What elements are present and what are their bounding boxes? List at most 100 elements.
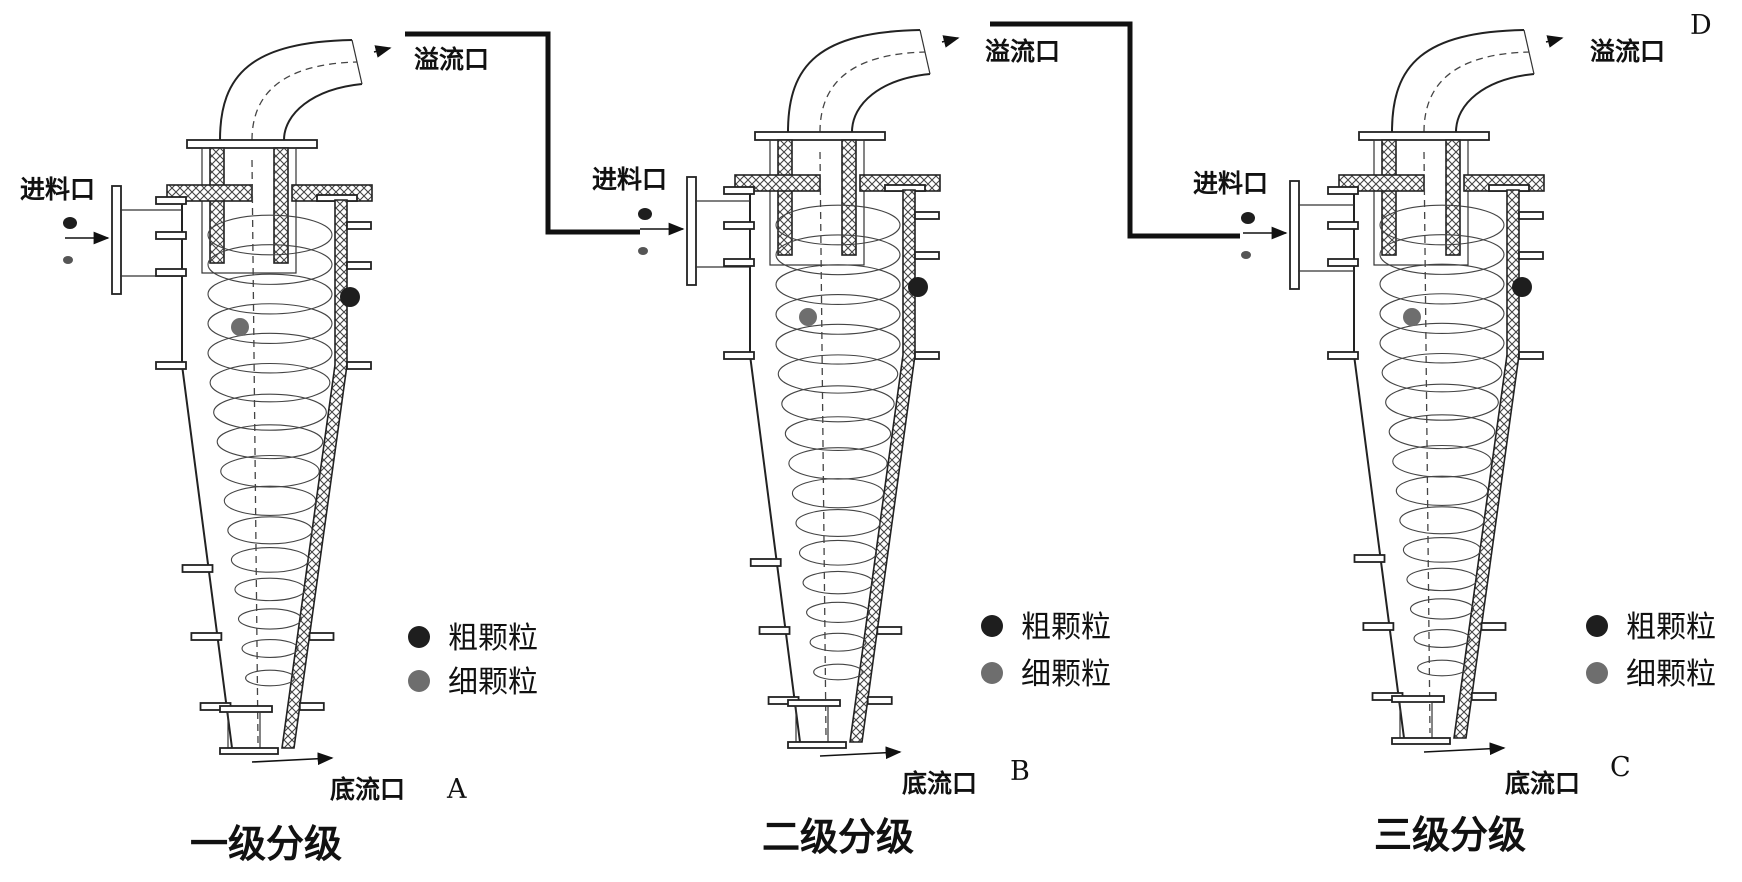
swirl-ring-8: [1393, 446, 1491, 478]
stage-2-inlet-label: 进料口: [592, 165, 667, 194]
left-support-bar-1: [1328, 222, 1358, 229]
left-support-bar-1: [156, 232, 186, 239]
cyclone-right-wall: [850, 190, 915, 742]
swirl-ring-8: [789, 448, 887, 479]
swirl-ring-4: [1380, 323, 1504, 363]
swirl-ring-5: [778, 355, 897, 393]
inlet-fine-particle: [1241, 251, 1251, 259]
right-support-bar-0: [915, 212, 939, 219]
left-support-bar-3: [1328, 352, 1358, 359]
inlet-fine-particle: [638, 247, 648, 255]
stage-1-fine-legend-label: 细颗粒: [448, 665, 538, 700]
swirl-ring-5: [210, 364, 330, 402]
left-support-bar-4: [751, 559, 781, 566]
overflow-flow-path: [252, 62, 357, 140]
right-support-bar-3: [1481, 623, 1505, 630]
swirl-ring-1: [208, 245, 332, 285]
inner-coarse-particle: [908, 277, 928, 297]
swirl-ring-0: [208, 215, 332, 255]
swirl-ring-1: [776, 235, 900, 275]
overflow-flow-path: [820, 52, 925, 132]
spigot-tube: [796, 706, 828, 742]
left-support-bar-3: [724, 352, 754, 359]
stage-2-overflow-label: 溢流口: [985, 37, 1060, 66]
spigot-tube: [228, 712, 260, 748]
overflow-flow-path: [1424, 52, 1529, 132]
right-support-bar-2: [1519, 352, 1543, 359]
swirl-ring-10: [796, 510, 880, 537]
vortex-finder-right-wall: [1446, 140, 1460, 255]
swirl-ring-2: [1380, 264, 1504, 304]
swirl-ring-1: [1380, 235, 1504, 275]
stage-3-coarse-legend-dot: [1586, 615, 1608, 637]
swirl-ring-14: [242, 640, 298, 658]
right-support-bar-2: [347, 362, 371, 369]
cyclone-left-wall: [1354, 190, 1404, 738]
right-support-bar-4: [300, 703, 324, 710]
swirl-ring-0: [1380, 205, 1504, 245]
swirl-ring-9: [792, 479, 883, 508]
stage-3-underflow-label: 底流口: [1505, 769, 1580, 798]
inner-fine-particle: [231, 318, 249, 336]
inner-fine-particle: [799, 308, 817, 326]
right-support-bar-3: [877, 627, 901, 634]
stage-1-overflow-label: 溢流口: [414, 45, 489, 74]
left-support-bar-5: [1363, 623, 1393, 630]
left-support-bar-5: [760, 627, 790, 634]
swirl-ring-0: [776, 205, 900, 245]
stage-1-cyclone: [63, 40, 390, 762]
swirl-ring-4: [208, 333, 332, 373]
overflow-pipe-inner: [284, 84, 362, 140]
stage-2-underflow-letter: B: [1010, 756, 1030, 787]
stage-3-title: 三级分级: [1374, 813, 1526, 857]
stage-1-underflow-label: 底流口: [330, 775, 405, 804]
left-support-bar-0: [156, 197, 186, 204]
final-overflow-letter: D: [1690, 10, 1712, 41]
spigot-tube: [1400, 702, 1432, 738]
swirl-ring-11: [800, 540, 877, 565]
swirl-ring-10: [1400, 507, 1484, 534]
right-support-bar-4: [1472, 693, 1496, 700]
swirl-ring-13: [238, 609, 301, 629]
right-support-bar-1: [1519, 252, 1543, 259]
left-support-bar-4: [1355, 555, 1385, 562]
swirl-ring-14: [810, 633, 866, 651]
overflow-pipe-inner: [1456, 74, 1534, 132]
inlet-fine-particle: [63, 256, 73, 264]
stage-3-fine-legend-label: 细颗粒: [1626, 657, 1716, 692]
underflow-arrow: [252, 758, 332, 762]
swirl-ring-12: [803, 571, 873, 593]
spigot-flange: [1392, 696, 1444, 702]
swirl-ring-15: [1418, 660, 1467, 676]
stage-2-fine-legend-dot: [981, 662, 1003, 684]
overflow-exit-arrow: [1546, 38, 1562, 42]
swirl-ring-8: [221, 456, 319, 488]
swirl-ring-3: [776, 295, 900, 335]
stage-2-coarse-legend-dot: [981, 615, 1003, 637]
right-support-bar-4: [868, 697, 892, 704]
swirl-ring-5: [1382, 354, 1502, 392]
inner-coarse-particle: [1512, 277, 1532, 297]
stage-2-underflow-label: 底流口: [902, 769, 977, 798]
cyclone-right-wall: [1454, 190, 1519, 738]
swirl-ring-11: [231, 548, 308, 573]
swirl-ring-3: [1380, 294, 1504, 334]
swirl-ring-13: [807, 602, 870, 622]
vortex-finder-flange: [187, 140, 317, 148]
inlet-flange: [112, 186, 121, 294]
swirl-ring-2: [776, 265, 900, 305]
left-support-bar-0: [1328, 187, 1358, 194]
stage-3-overflow-label: 溢流口: [1590, 37, 1665, 66]
left-support-bar-2: [156, 269, 186, 276]
overflow-exit-arrow: [942, 38, 958, 42]
left-support-bar-5: [191, 633, 221, 640]
spigot-flange: [788, 700, 840, 706]
swirl-ring-4: [776, 324, 900, 364]
stage-3-underflow-letter: C: [1610, 752, 1631, 783]
swirl-ring-3: [208, 304, 332, 344]
spigot-flange: [220, 706, 272, 712]
inlet-coarse-particle: [638, 208, 652, 220]
left-support-bar-2: [1328, 259, 1358, 266]
inner-coarse-particle: [340, 287, 360, 307]
stage-3-cyclone: [1241, 30, 1562, 752]
